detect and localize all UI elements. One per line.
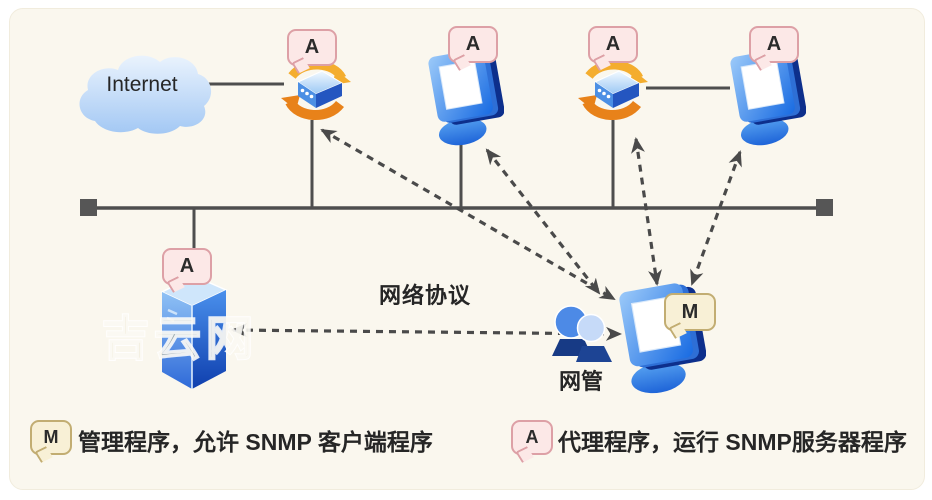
sync-arrowhead-orange [281, 95, 300, 110]
arrow-manager-router1 [320, 128, 616, 301]
router-icon-3 [578, 60, 648, 121]
legend-manager-badge: M [30, 420, 72, 455]
network-manager-icon [552, 305, 612, 362]
monitor-icon-2 [428, 49, 504, 146]
arrow-manager-router3 [631, 137, 662, 286]
watermark: 吉云网 [101, 311, 258, 366]
arrow-manager-monitor2 [485, 148, 601, 295]
agent-badge-monitor4: A [749, 26, 799, 63]
legend-agent-badge: A [511, 420, 553, 455]
internet-cloud: Internet [79, 55, 212, 134]
legend-manager-text: 管理程序，允许 SNMP 客户端程序 [78, 429, 433, 455]
bus-terminator-right [816, 199, 833, 216]
router-icon-1 [281, 60, 351, 121]
server-icon [160, 275, 228, 389]
manager-label: 网管 [558, 369, 603, 394]
agent-badge-router3: A [588, 26, 638, 63]
server-left-face [162, 292, 192, 389]
protocol-label: 网络协议 [378, 283, 471, 308]
router-box-side [613, 83, 639, 108]
legend-agent-text: 代理程序，运行 SNMP服务器程序 [558, 429, 907, 455]
bus-terminator-left [80, 199, 97, 216]
manager-badge-computer: M [664, 293, 716, 331]
router-box-side [316, 83, 342, 108]
monitor-base [631, 362, 686, 394]
cloud-shape [79, 55, 212, 134]
person-front-shoulders [576, 346, 612, 362]
monitor-icon-4 [730, 49, 806, 146]
internet-label: Internet [106, 73, 177, 96]
monitor-base [740, 118, 789, 146]
agent-badge-server: A [162, 248, 212, 285]
agent-badge-router1: A [287, 29, 337, 66]
sync-arrowhead-orange [578, 95, 597, 110]
snmp-message-arrows [231, 128, 742, 341]
arrow-manager-monitor4 [690, 150, 742, 286]
person-front-head [576, 313, 606, 343]
agent-badge-monitor2: A [448, 26, 498, 63]
server-front-face [192, 290, 226, 389]
